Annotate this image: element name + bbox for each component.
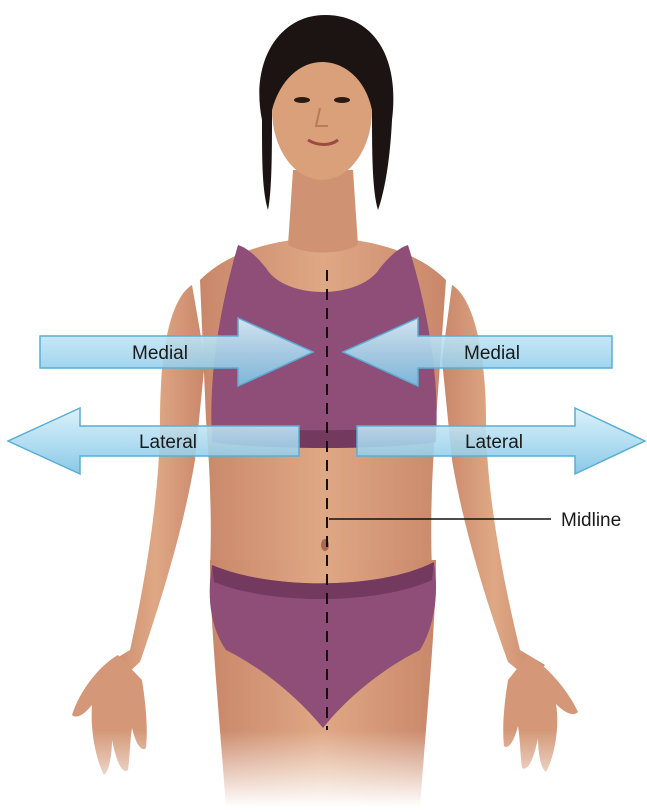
lateral-left-label: Lateral xyxy=(139,432,197,453)
human-figure xyxy=(0,15,647,807)
medial-left-label: Medial xyxy=(132,343,188,364)
lateral-right-label: Lateral xyxy=(465,432,523,453)
neck xyxy=(288,170,358,253)
bottom-fade xyxy=(0,730,647,807)
midline-label: Midline xyxy=(561,510,621,531)
medial-right-label: Medial xyxy=(464,343,520,364)
right-eye xyxy=(334,97,350,103)
left-eye xyxy=(294,97,310,103)
